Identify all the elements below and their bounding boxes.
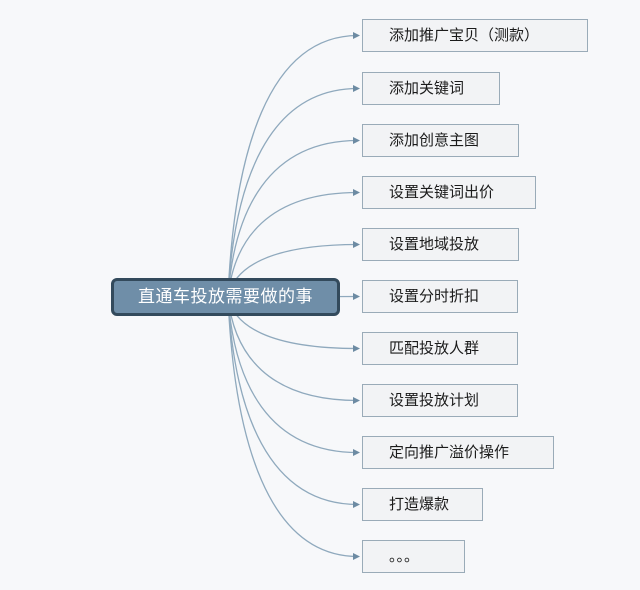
root-topic: 直通车投放需要做的事: [111, 278, 340, 316]
branch-create-bestseller: 打造爆款: [362, 488, 483, 521]
branch-add-promoted-item: 添加推广宝贝（测款）: [362, 19, 588, 52]
connector-arrowhead: [353, 449, 360, 456]
connector-line: [227, 296, 359, 402]
branch-ellipsis: 。。。: [362, 540, 465, 573]
connector-line: [227, 296, 359, 506]
connector-line: [227, 296, 359, 454]
branch-add-keywords: 添加关键词: [362, 72, 500, 105]
connector-arrowhead: [353, 32, 360, 39]
branch-set-region: 设置地域投放: [362, 228, 519, 261]
branch-set-keyword-bid: 设置关键词出价: [362, 176, 536, 209]
connector-arrowhead: [353, 345, 360, 352]
branch-set-time-discount: 设置分时折扣: [362, 280, 518, 313]
branch-set-plan: 设置投放计划: [362, 384, 518, 417]
branch-add-creative-image: 添加创意主图: [362, 124, 519, 157]
connector-arrowhead: [353, 501, 360, 508]
connector-arrowhead: [353, 293, 360, 300]
connector-line: [227, 34, 359, 298]
branch-targeted-premium: 定向推广溢价操作: [362, 436, 554, 469]
connector-line: [227, 191, 359, 298]
connector-line: [227, 139, 359, 298]
connector-line: [227, 87, 359, 298]
connector-line: [227, 296, 359, 558]
connector-arrowhead: [353, 137, 360, 144]
connector-arrowhead: [353, 553, 360, 560]
connector-arrowhead: [353, 85, 360, 92]
branch-match-audience: 匹配投放人群: [362, 332, 518, 365]
connector-arrowhead: [353, 397, 360, 404]
connector-arrowhead: [353, 189, 360, 196]
connector-arrowhead: [353, 241, 360, 248]
